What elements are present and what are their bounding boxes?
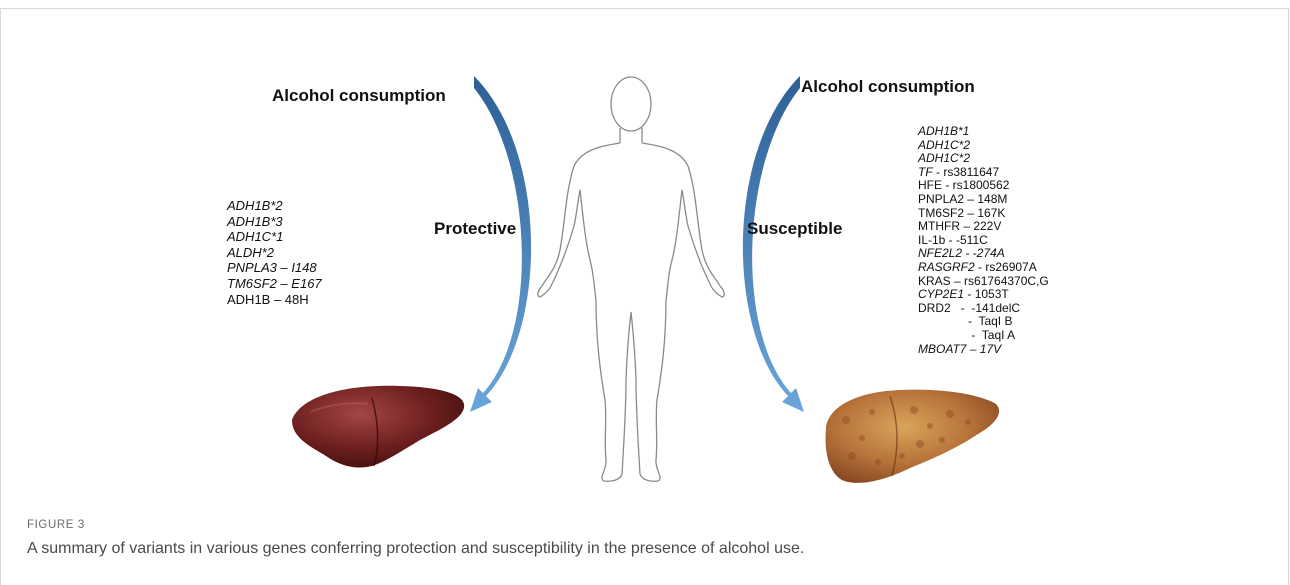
gene-variant-part: RASGRF2 [918, 260, 975, 274]
gene-variant-item: KRAS – rs61764370C,G [918, 275, 1049, 289]
gene-variant-item: ADH1B – 48H [227, 292, 322, 308]
gene-variant-item: ADH1B*2 [227, 198, 322, 214]
gene-variant-item: HFE - rs1800562 [918, 179, 1049, 193]
gene-variant-part: TF [918, 165, 933, 179]
gene-variant-item: CYP2E1 - 1053T [918, 288, 1049, 302]
diseased-liver-image [826, 390, 1000, 483]
gene-variant-item: IL-1b - -511C [918, 234, 1049, 248]
gene-variant-part: - rs26907A [975, 260, 1037, 274]
gene-variant-part: CYP2E1 [918, 287, 964, 301]
gene-variant-item: NFE2L2 - -274A [918, 247, 1049, 261]
left-curved-arrow [470, 76, 531, 412]
gene-variant-item: ALDH*2 [227, 245, 322, 261]
figure-label: FIGURE 3 [27, 519, 85, 531]
gene-variant-item: RASGRF2 - rs26907A [918, 261, 1049, 275]
gene-variant-item: TF - rs3811647 [918, 166, 1049, 180]
protective-gene-list: ADH1B*2ADH1B*3ADH1C*1ALDH*2PNPLA3 – I148… [227, 198, 322, 307]
gene-variant-part: - rs3811647 [933, 165, 1000, 179]
figure-caption: A summary of variants in various genes c… [27, 540, 804, 558]
right-curved-arrow [743, 76, 804, 412]
gene-variant-item: MTHFR – 222V [918, 220, 1049, 234]
right-heading: Alcohol consumption [801, 77, 975, 97]
susceptible-label: Susceptible [747, 219, 842, 239]
gene-variant-item: - TaqI B [918, 315, 1049, 329]
gene-variant-item: DRD2 - -141delC [918, 302, 1049, 316]
gene-variant-item: ADH1C*1 [227, 229, 322, 245]
gene-variant-item: PNPLA3 – I148 [227, 260, 322, 276]
gene-variant-item: TM6SF2 – E167 [227, 276, 322, 292]
gene-variant-item: PNPLA2 – 148M [918, 193, 1049, 207]
gene-variant-item: - TaqI A [918, 329, 1049, 343]
figure: Alcohol consumption Protective ADH1B*2AD… [0, 0, 1290, 520]
gene-variant-item: ADH1B*3 [227, 214, 322, 230]
left-heading: Alcohol consumption [272, 86, 446, 106]
human-body-icon [538, 77, 724, 481]
gene-variant-item: MBOAT7 – 17V [918, 343, 1049, 357]
gene-variant-item: ADH1C*2 [918, 152, 1049, 166]
gene-variant-item: ADH1B*1 [918, 125, 1049, 139]
healthy-liver-image [292, 386, 464, 468]
figure-graphics [0, 0, 1290, 520]
gene-variant-item: ADH1C*2 [918, 139, 1049, 153]
gene-variant-item: TM6SF2 – 167K [918, 207, 1049, 221]
protective-label: Protective [434, 219, 516, 239]
susceptible-gene-list: ADH1B*1ADH1C*2ADH1C*2TF - rs3811647HFE -… [918, 125, 1049, 356]
gene-variant-part: - 1053T [964, 287, 1009, 301]
